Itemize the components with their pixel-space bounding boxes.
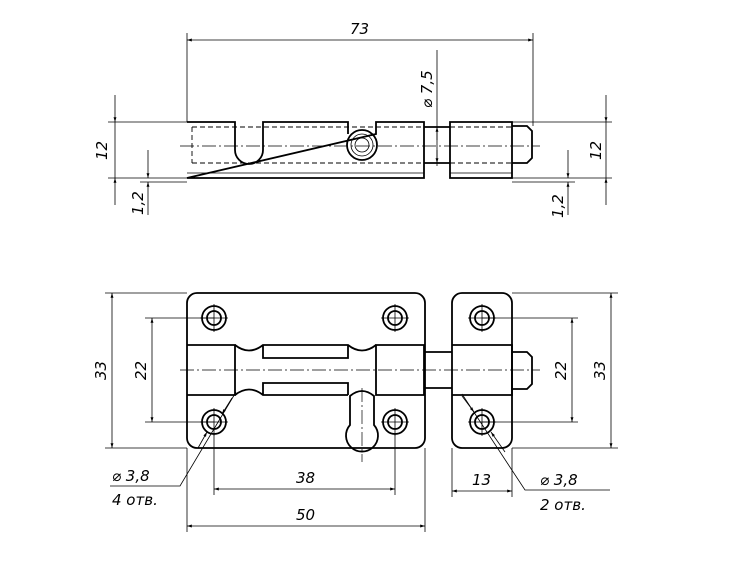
dim-bolt-diameter: ⌀ 7,5 [418,70,436,108]
top-view: 73 ⌀ 7,5 12 1,2 12 1,2 [93,20,612,218]
dim-height-left: 12 [93,141,111,160]
hole-diameter-left: ⌀ 3,8 [112,467,150,485]
front-view: 33 22 22 33 ⌀ 3,8 4 отв. ⌀ 3,8 2 отв. 38… [92,292,618,532]
dim-height-left: 33 [92,361,110,380]
dim-hole-spacing-left: 22 [132,361,150,380]
dim-hole-pitch: 38 [296,469,315,487]
dim-offset-right: 1,2 [549,194,567,218]
dim-height-right: 33 [591,361,609,380]
hole-diameter-right: ⌀ 3,8 [540,471,578,489]
hole-count-right: 2 отв. [540,496,586,514]
dim-offset-left: 1,2 [129,191,147,215]
dim-height-right: 12 [587,141,605,160]
dim-hole-spacing-right: 22 [552,361,570,380]
hole-count-left: 4 отв. [112,491,158,509]
dim-keeper-width: 13 [472,471,491,489]
dim-plate-length: 50 [296,506,315,524]
dim-overall-length: 73 [350,20,369,38]
